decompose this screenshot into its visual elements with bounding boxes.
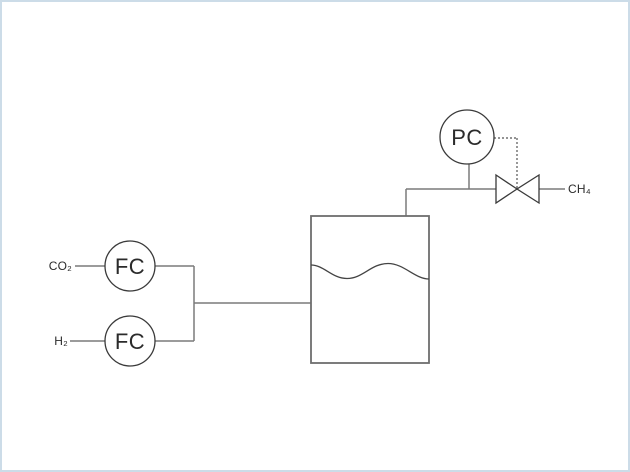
- control-valve-icon: [495, 173, 540, 205]
- valve-left-triangle: [495, 173, 519, 205]
- reactor-vessel: [310, 215, 430, 364]
- valve-right-triangle: [515, 173, 540, 205]
- flow-controller-h2-icon: [104, 315, 156, 367]
- pressure-controller-label: PC: [451, 125, 483, 150]
- pipe-lines: [70, 164, 565, 342]
- flow-controller-co2-label: FC: [115, 254, 145, 279]
- pressure-controller-icon: [439, 109, 495, 165]
- signal-line-pc-to-valve: [494, 137, 518, 188]
- liquid-level-wave-icon: [310, 262, 430, 280]
- ch4-product-label: CH₄: [568, 182, 591, 196]
- h2-feed-label: H₂: [54, 334, 68, 348]
- flow-controller-co2-icon: [104, 240, 156, 292]
- co2-feed-label: CO₂: [49, 259, 72, 273]
- flow-controller-h2-label: FC: [115, 329, 145, 354]
